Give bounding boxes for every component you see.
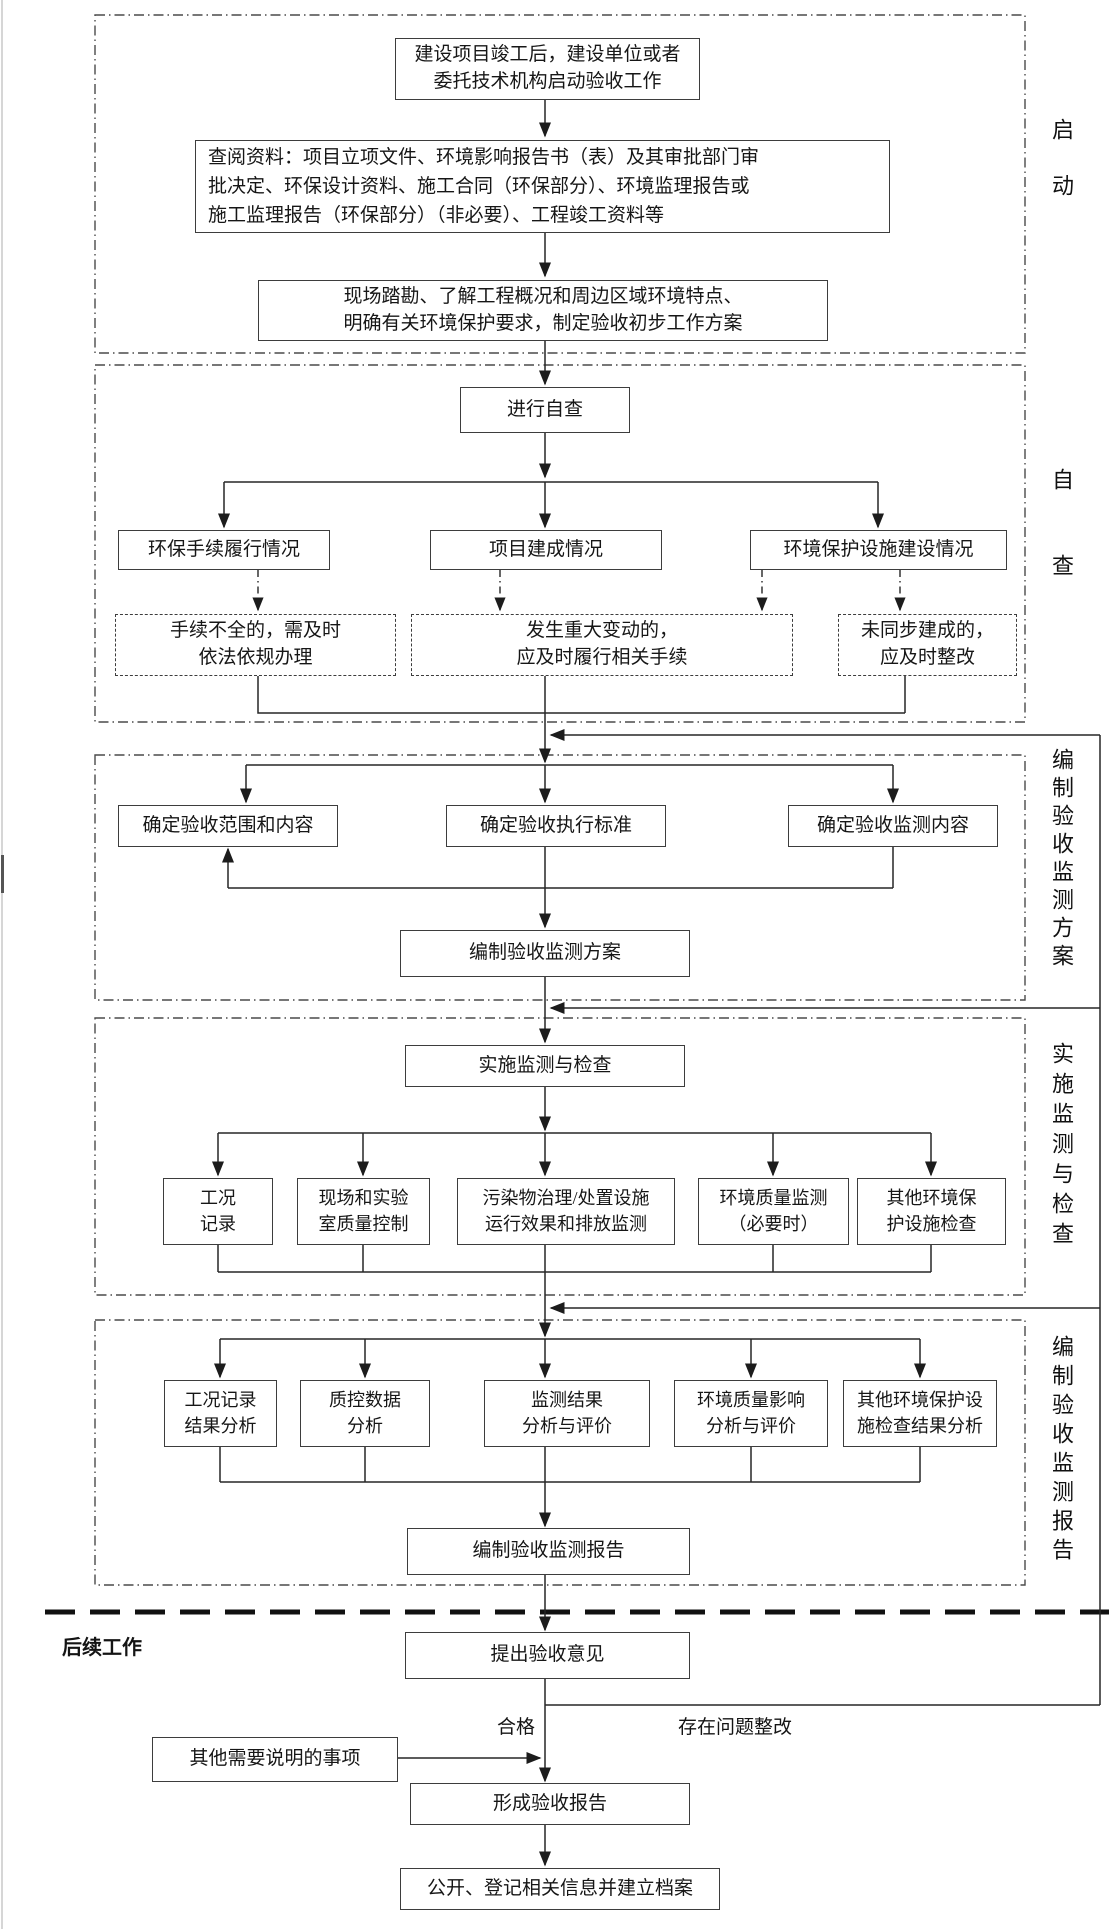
node-completion: 项目建成情况 bbox=[430, 530, 662, 570]
node-quality-control: 现场和实验 室质量控制 bbox=[297, 1178, 430, 1245]
node-not-built: 未同步建成的， 应及时整改 bbox=[838, 614, 1017, 676]
node-other-analysis: 其他环境保护设 施检查结果分析 bbox=[843, 1380, 997, 1447]
stage-label-implement: 实施监测与检查 bbox=[1049, 1042, 1074, 1252]
node-start: 建设项目竣工后，建设单位或者 委托技术机构启动验收工作 bbox=[395, 38, 700, 100]
node-env-quality: 环境质量监测 （必要时） bbox=[698, 1178, 849, 1245]
node-result-analysis: 监测结果 分析与评价 bbox=[484, 1380, 650, 1447]
node-qc-analysis: 质控数据 分析 bbox=[300, 1380, 430, 1447]
node-monitor-content: 确定验收监测内容 bbox=[788, 805, 998, 847]
edge-label-pass: 合格 bbox=[496, 1717, 535, 1738]
node-publish: 公开、登记相关信息并建立档案 bbox=[400, 1868, 720, 1910]
rework-feedback-loop bbox=[545, 729, 1101, 1706]
node-review-docs: 查阅资料：项目立项文件、环境影响报告书（表）及其审批部门审 批决定、环保设计资料… bbox=[195, 140, 890, 233]
page-edge-marks bbox=[1, 0, 4, 1929]
stage-label-self-check: 自查 bbox=[1049, 468, 1074, 640]
node-facilities: 环境保护设施建设情况 bbox=[750, 530, 1007, 570]
node-site-survey: 现场踏勘、了解工程概况和周边区域环境特点、 明确有关环境保护要求，制定验收初步工… bbox=[258, 280, 828, 341]
node-monitor-plan: 编制验收监测方案 bbox=[400, 930, 690, 977]
node-standards: 确定验收执行标准 bbox=[446, 805, 666, 847]
edge-label-rework: 存在问题整改 bbox=[678, 1717, 793, 1738]
section-borders bbox=[94, 14, 1026, 1586]
stage-label-plan: 编制验收监测方案 bbox=[1049, 748, 1074, 972]
node-pollution-monitor: 污染物治理/处置设施 运行效果和排放监测 bbox=[457, 1178, 675, 1245]
node-self-check: 进行自查 bbox=[460, 387, 630, 433]
node-remarks: 其他需要说明的事项 bbox=[152, 1737, 398, 1782]
node-form-report: 形成验收报告 bbox=[410, 1783, 690, 1825]
node-opinion: 提出验收意见 bbox=[405, 1632, 690, 1679]
node-monitor-report: 编制验收监测报告 bbox=[407, 1528, 690, 1575]
node-implement: 实施监测与检查 bbox=[405, 1045, 685, 1087]
followup-section-label: 后续工作 bbox=[62, 1637, 142, 1659]
self-check-dashed-arrows bbox=[252, 570, 906, 612]
stage-label-launch: 启动 bbox=[1049, 118, 1074, 230]
node-incomplete-procedures: 手续不全的，需及时 依法依规办理 bbox=[115, 614, 396, 676]
node-procedures: 环保手续履行情况 bbox=[118, 530, 330, 570]
node-impact-analysis: 环境质量影响 分析与评价 bbox=[674, 1380, 828, 1447]
node-condition-analysis: 工况记录 结果分析 bbox=[164, 1380, 277, 1447]
node-other-facility-check: 其他环境保 护设施检查 bbox=[857, 1178, 1006, 1245]
flow-arrows bbox=[212, 100, 937, 1867]
stage-label-report: 编制验收监测报告 bbox=[1049, 1335, 1074, 1567]
node-condition-record: 工况 记录 bbox=[163, 1178, 273, 1245]
node-major-change: 发生重大变动的， 应及时履行相关手续 bbox=[411, 614, 793, 676]
node-scope: 确定验收范围和内容 bbox=[118, 805, 338, 847]
